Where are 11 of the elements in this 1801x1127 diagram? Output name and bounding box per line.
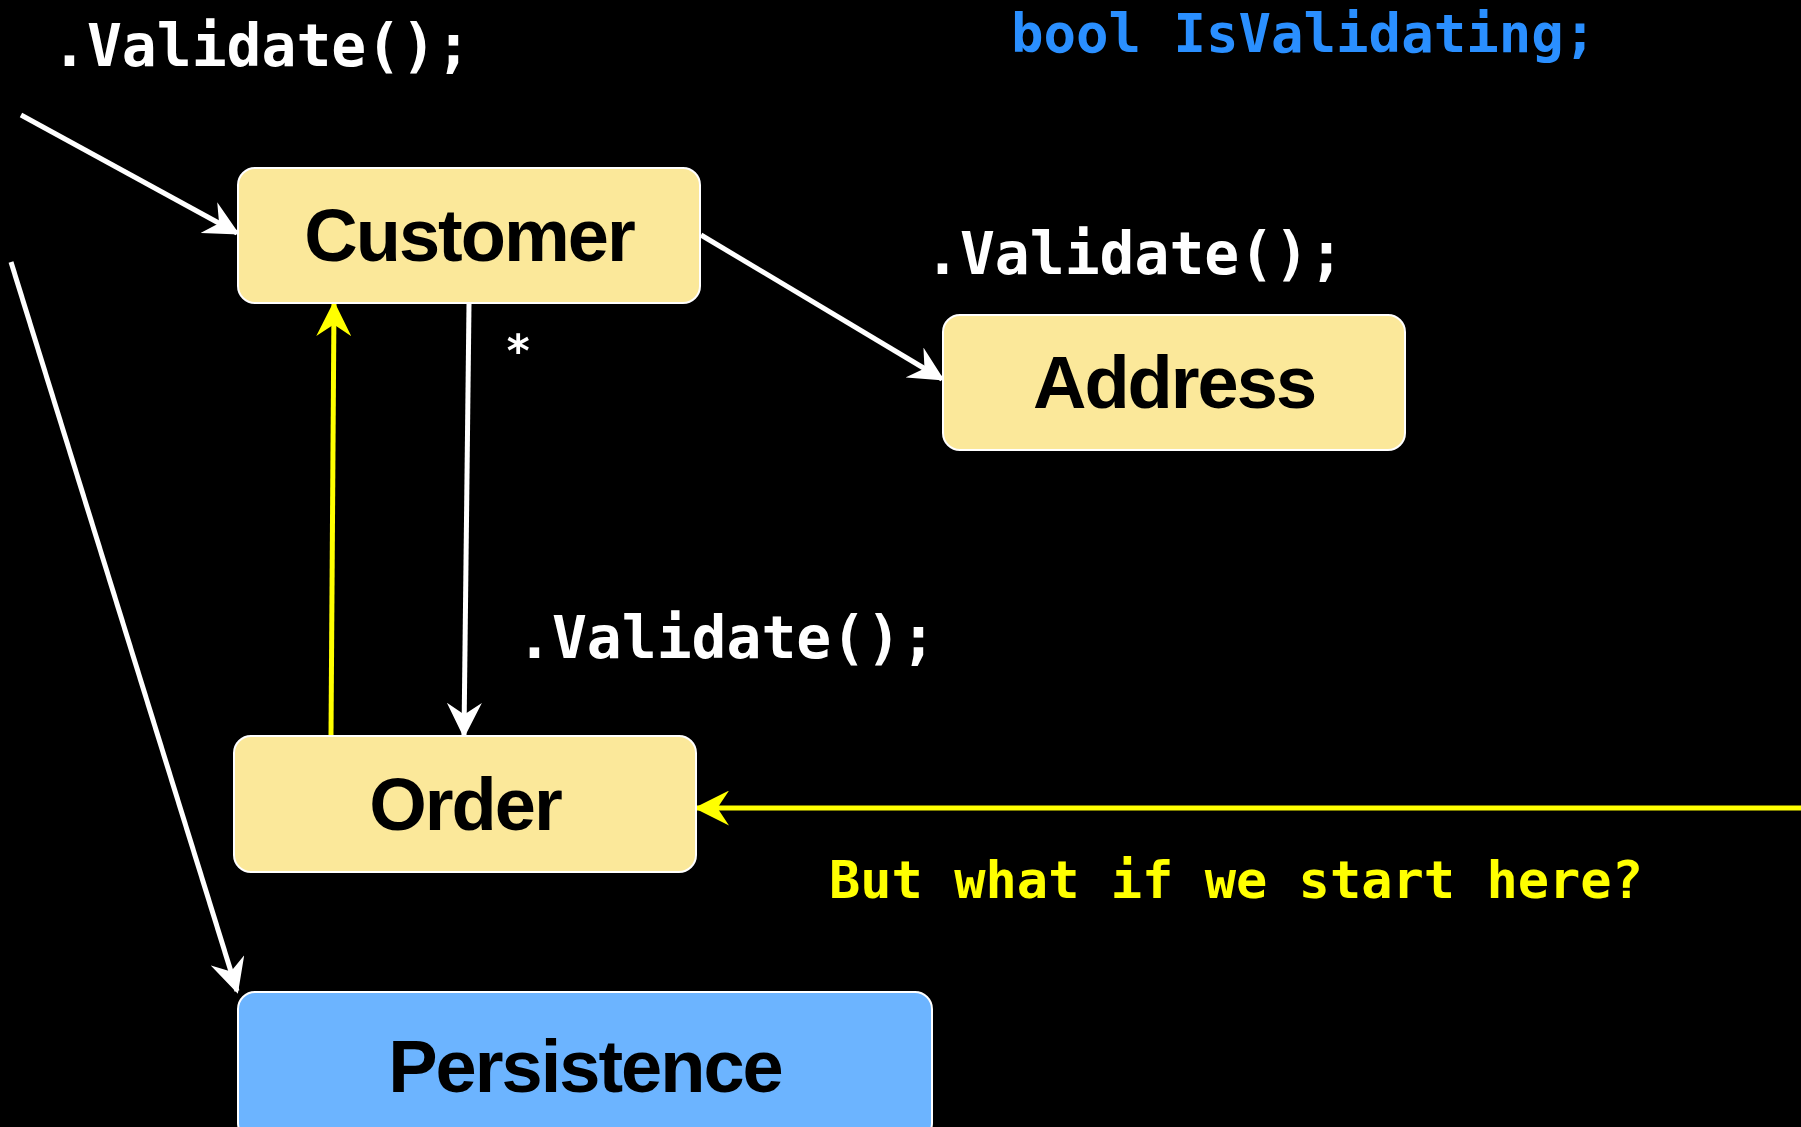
class-box (237, 167, 701, 304)
class-name: Order (369, 761, 561, 847)
arrow (316, 301, 352, 735)
class-box (233, 735, 697, 873)
class-name: Persistence (388, 1023, 782, 1109)
class-name: Customer (304, 193, 634, 278)
class-name: Address (1032, 340, 1316, 425)
class-box (237, 991, 933, 1127)
arrow (8, 261, 245, 994)
class-box (942, 314, 1406, 451)
arrow (446, 303, 482, 738)
